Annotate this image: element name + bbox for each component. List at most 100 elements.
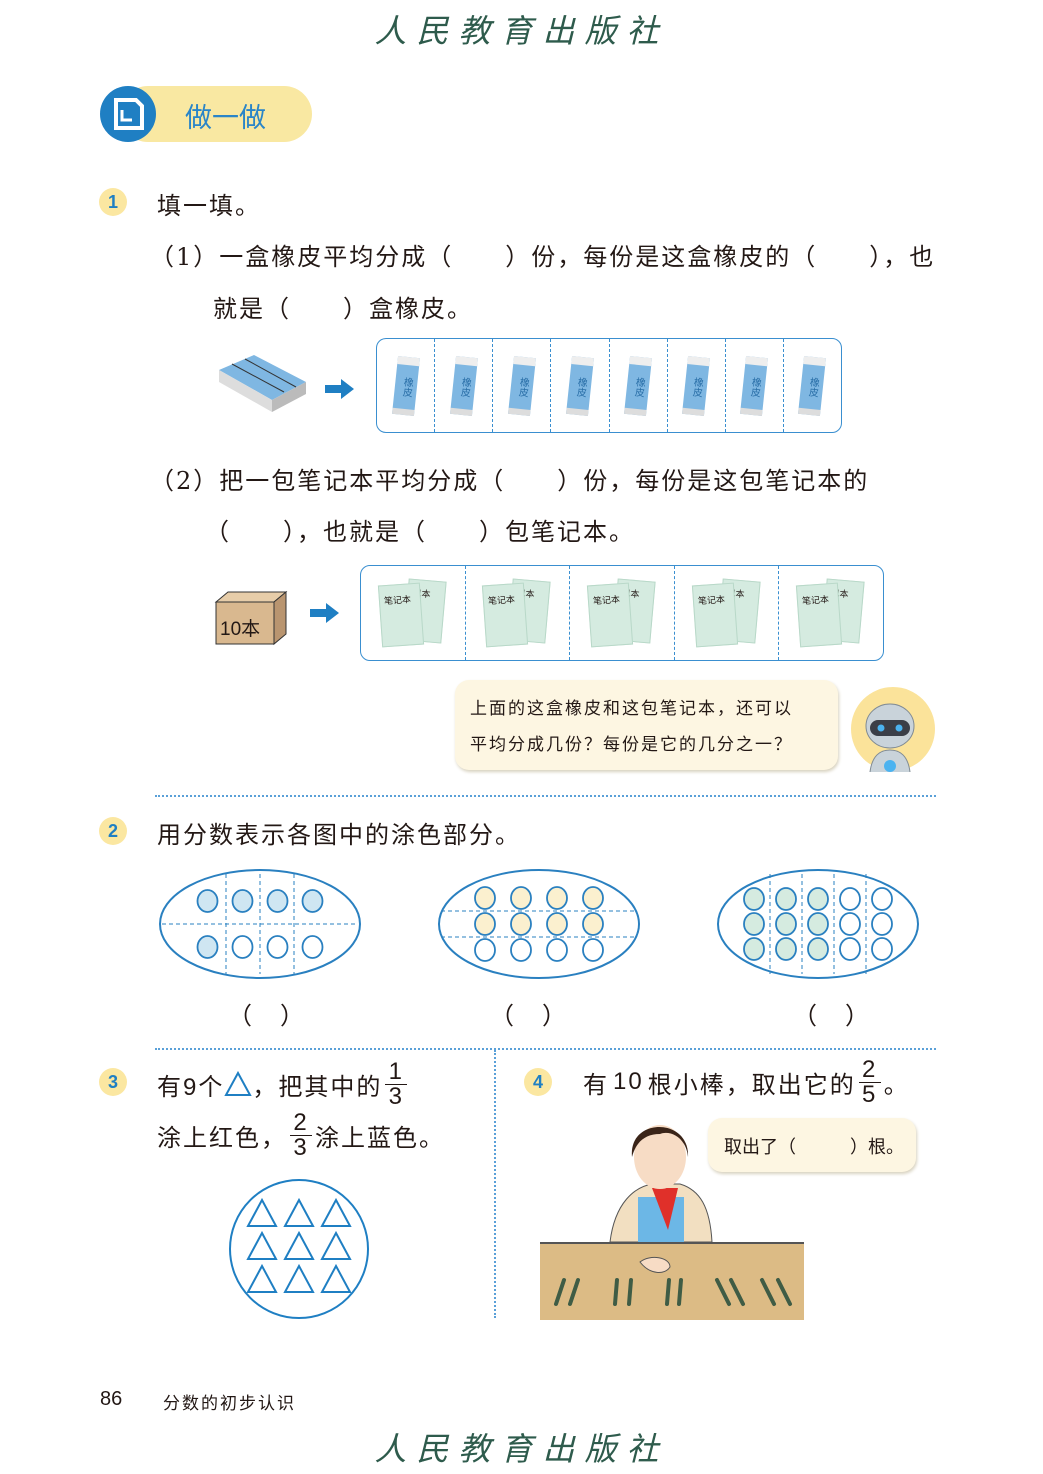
triangle <box>283 1230 315 1260</box>
dot <box>807 887 829 911</box>
notebook-front: 笔记本 <box>586 582 634 648</box>
section-badge: 做一做 <box>100 86 312 142</box>
eraser-box-illustration <box>214 350 309 419</box>
section-badge-label: 做一做 <box>185 103 266 134</box>
notebook-pair: 记本笔记本 <box>482 578 552 648</box>
q1-part2-line1: （2）把一包笔记本平均分成（ ）份，每份是这包笔记本的 <box>150 467 870 495</box>
notebook-cell: 记本笔记本 <box>673 566 779 660</box>
q3-text: 有 <box>157 1072 183 1101</box>
eraser: 橡皮 <box>391 355 420 416</box>
dot <box>775 937 797 961</box>
stick <box>760 1278 776 1306</box>
practice-icon <box>100 86 156 142</box>
notebook-package: 10本 <box>214 590 288 646</box>
notebook-pair: 记本笔记本 <box>377 578 448 648</box>
shaded-set <box>717 869 919 979</box>
q4-text: 有 <box>583 1070 609 1099</box>
notebook-front: 笔记本 <box>377 582 424 648</box>
q3-text: 涂上蓝色。 <box>315 1123 445 1152</box>
dot <box>196 889 219 913</box>
dot <box>546 938 568 962</box>
dot <box>301 935 324 959</box>
fraction-numerator: 2 <box>293 1108 309 1136</box>
notebook-cell: 记本笔记本 <box>464 566 570 660</box>
q1-part1-line1: （1）一盒橡皮平均分成（ ）份，每份是这盒橡皮的（ ），也 <box>150 243 936 271</box>
girl-with-sticks-illustration <box>540 1125 804 1320</box>
notebook-cell: 记本笔记本 <box>361 566 465 660</box>
dot <box>510 938 532 962</box>
dot <box>546 886 568 910</box>
triangle <box>320 1263 352 1293</box>
eraser: 橡皮 <box>507 355 536 416</box>
dot <box>582 912 604 936</box>
dot <box>743 887 765 911</box>
notebook-split-box: 记本笔记本记本笔记本记本笔记本记本笔记本记本笔记本 <box>360 565 884 661</box>
eraser: 橡皮 <box>449 355 478 416</box>
q4-text: 。 <box>883 1070 910 1099</box>
stick <box>776 1278 792 1306</box>
eraser-cell: 橡皮 <box>434 339 492 432</box>
stick <box>677 1278 683 1306</box>
triangle-set-figure <box>229 1179 369 1319</box>
eraser-split-box: 橡皮橡皮橡皮橡皮橡皮橡皮橡皮橡皮 <box>376 338 842 433</box>
dot <box>839 912 861 936</box>
eraser: 橡皮 <box>624 355 653 416</box>
q1-part1-line2: 就是（ ）盒橡皮。 <box>213 295 473 323</box>
triangle <box>283 1197 315 1227</box>
triangle <box>246 1230 278 1260</box>
robot-speech-bubble: 上面的这盒橡皮和这包笔记本，还可以 平均分成几份？每份是它的几分之一？ <box>455 680 838 770</box>
fraction-numerator: 2 <box>862 1055 878 1083</box>
stick <box>729 1278 745 1306</box>
dot <box>510 912 532 936</box>
stick <box>627 1278 633 1306</box>
fraction-numerator: 1 <box>388 1057 405 1085</box>
divider <box>155 795 936 797</box>
stick <box>568 1278 580 1306</box>
fraction-denominator: 3 <box>293 1133 309 1161</box>
dot <box>839 937 861 961</box>
triangle <box>283 1263 315 1293</box>
notebook-cell: 记本笔记本 <box>778 566 883 660</box>
robot-speech-line2: 平均分成几份？每份是它的几分之一？ <box>470 735 793 755</box>
publisher-logo-footer: 人民教育出版社 <box>374 1430 669 1468</box>
eraser: 橡皮 <box>740 355 769 416</box>
q1-part2-line2: （ ），也就是（ ）包笔记本。 <box>205 518 635 546</box>
dot <box>582 886 604 910</box>
dot <box>510 886 532 910</box>
triangle-icon <box>224 1071 253 1096</box>
arrow-right-icon <box>310 602 340 628</box>
dot <box>474 886 496 910</box>
question-number-4: 4 <box>524 1068 552 1096</box>
q4-text: 根小棒，取出它的 <box>647 1070 856 1099</box>
dot <box>231 889 254 913</box>
triangle <box>246 1197 278 1227</box>
q3-count: 9个 <box>183 1073 225 1101</box>
eraser-cell: 橡皮 <box>377 339 434 432</box>
girl-speech-text: 取出了（ ）根。 <box>724 1137 904 1158</box>
dot <box>871 937 893 961</box>
dot <box>266 889 289 913</box>
dot <box>775 912 797 936</box>
q2-title: 用分数表示各图中的涂色部分。 <box>157 821 521 849</box>
fraction-denominator: 5 <box>862 1080 878 1108</box>
question-number-2: 2 <box>99 817 127 845</box>
dot <box>743 912 765 936</box>
question-number-3: 3 <box>99 1068 127 1096</box>
stick <box>715 1278 731 1306</box>
dot <box>871 887 893 911</box>
chapter-title: 分数的初步认识 <box>163 1394 296 1414</box>
dot <box>474 912 496 936</box>
q3-text: 涂上红色， <box>157 1123 287 1152</box>
eraser: 橡皮 <box>798 355 827 416</box>
girl-speech-bubble: 取出了（ ）根。 <box>708 1118 916 1172</box>
notebook-pair: 记本笔记本 <box>691 578 762 648</box>
notebook-pair: 记本笔记本 <box>796 578 866 648</box>
dot <box>743 937 765 961</box>
dot <box>775 887 797 911</box>
triangle <box>320 1230 352 1260</box>
eraser: 橡皮 <box>565 355 594 416</box>
notebook-package-label: 10本 <box>220 619 261 640</box>
